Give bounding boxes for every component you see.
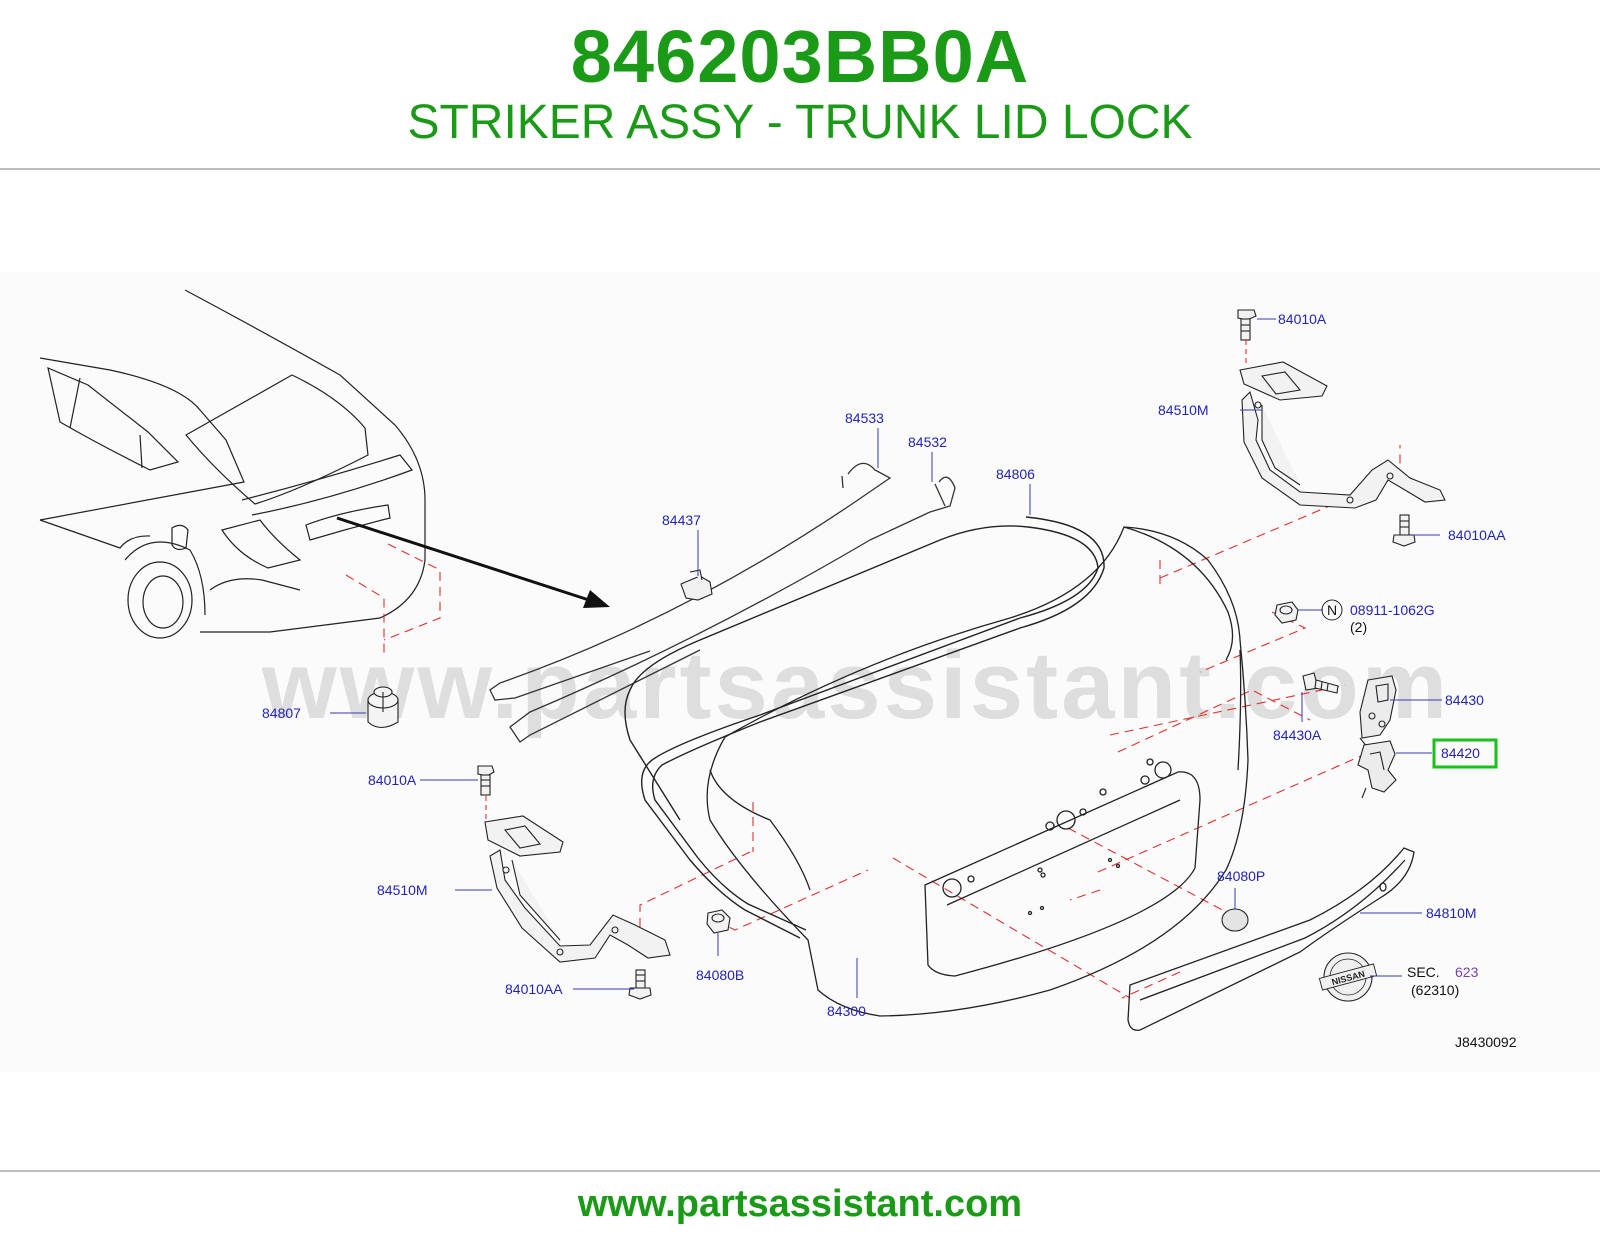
callout-leader-lines xyxy=(330,318,1442,998)
trunk-lock-84430 xyxy=(1359,675,1397,749)
callout-84810M: 84810M xyxy=(1426,905,1477,921)
callout-84807: 84807 xyxy=(262,705,301,721)
bumper-84807 xyxy=(367,686,399,729)
bolt-84010AA-left xyxy=(628,969,652,1000)
callout-84080B: 84080B xyxy=(696,967,744,983)
callout-84010AA-right: 84010AA xyxy=(1448,527,1506,543)
callout-08911-1062G: 08911-1062G xyxy=(1350,602,1435,618)
page-header: 846203BB0A STRIKER ASSY - TRUNK LID LOCK xyxy=(0,0,1600,170)
callout-84430A: 84430A xyxy=(1273,727,1322,743)
callout-84080P: 84080P xyxy=(1217,868,1265,884)
striker-84420 xyxy=(1357,740,1397,799)
callout-sec-number: 623 xyxy=(1455,964,1479,980)
bolt-84010A-left xyxy=(477,765,495,822)
callout-sec-prefix: SEC. xyxy=(1407,964,1440,980)
diagram-code: J8430092 xyxy=(1455,1034,1517,1050)
nut-08911-1062G xyxy=(1274,601,1299,624)
callout-84010A-left: 84010A xyxy=(368,772,417,788)
bolt-84010AA-right xyxy=(1392,514,1416,547)
callout-84532: 84532 xyxy=(908,434,947,450)
footer-divider xyxy=(0,1170,1600,1172)
callout-sec-sub: (62310) xyxy=(1411,982,1459,998)
highlight-box-84420 xyxy=(1432,738,1498,769)
hinge-left-84510M xyxy=(484,815,671,963)
release-wires xyxy=(489,462,956,743)
callout-labels: 84010A 84510M 84010AA 84533 84532 84806 … xyxy=(262,311,1517,1050)
n-symbol: N xyxy=(1321,599,1343,621)
callout-84430: 84430 xyxy=(1445,692,1484,708)
weatherstrip-84806 xyxy=(624,516,1105,939)
callout-84806: 84806 xyxy=(996,466,1035,482)
part-name-subtitle: STRIKER ASSY - TRUNK LID LOCK xyxy=(407,96,1193,149)
watermark-text: www.partsassistant.com xyxy=(261,632,1450,739)
callout-84010AA-left: 84010AA xyxy=(505,981,563,997)
exploded-view-drawing: www.partsassistant.com xyxy=(39,289,1517,1050)
trunk-lid-84300 xyxy=(706,526,1249,1017)
nut-84080B xyxy=(706,909,731,934)
svg-text:N: N xyxy=(1327,602,1337,618)
callout-84010A-right: 84010A xyxy=(1278,311,1327,327)
bolt-84010A-right xyxy=(1237,309,1257,365)
header-divider xyxy=(0,168,1600,170)
callout-84300: 84300 xyxy=(827,1003,866,1019)
direction-arrow xyxy=(336,516,610,608)
callout-84437: 84437 xyxy=(662,512,701,528)
callout-84510M-left: 84510M xyxy=(377,882,428,898)
callout-84510M-right: 84510M xyxy=(1158,402,1209,418)
callout-08911-qty: (2) xyxy=(1350,619,1367,635)
grommet-84080P xyxy=(1221,908,1249,932)
callout-84420: 84420 xyxy=(1441,745,1480,761)
vehicle-rear-view xyxy=(39,289,426,639)
hinge-right-84510M xyxy=(1239,361,1446,509)
part-number-title: 846203BB0A xyxy=(570,15,1030,98)
finisher-84810M xyxy=(1127,847,1415,1031)
bolt-84430A xyxy=(1302,672,1339,694)
footer-website-link[interactable]: www.partsassistant.com xyxy=(577,1183,1023,1225)
clip-84437 xyxy=(680,569,713,601)
nissan-emblem: NISSAN xyxy=(1318,952,1378,1002)
callout-84533: 84533 xyxy=(845,410,884,426)
parts-diagram: www.partsassistant.com xyxy=(0,272,1600,1072)
